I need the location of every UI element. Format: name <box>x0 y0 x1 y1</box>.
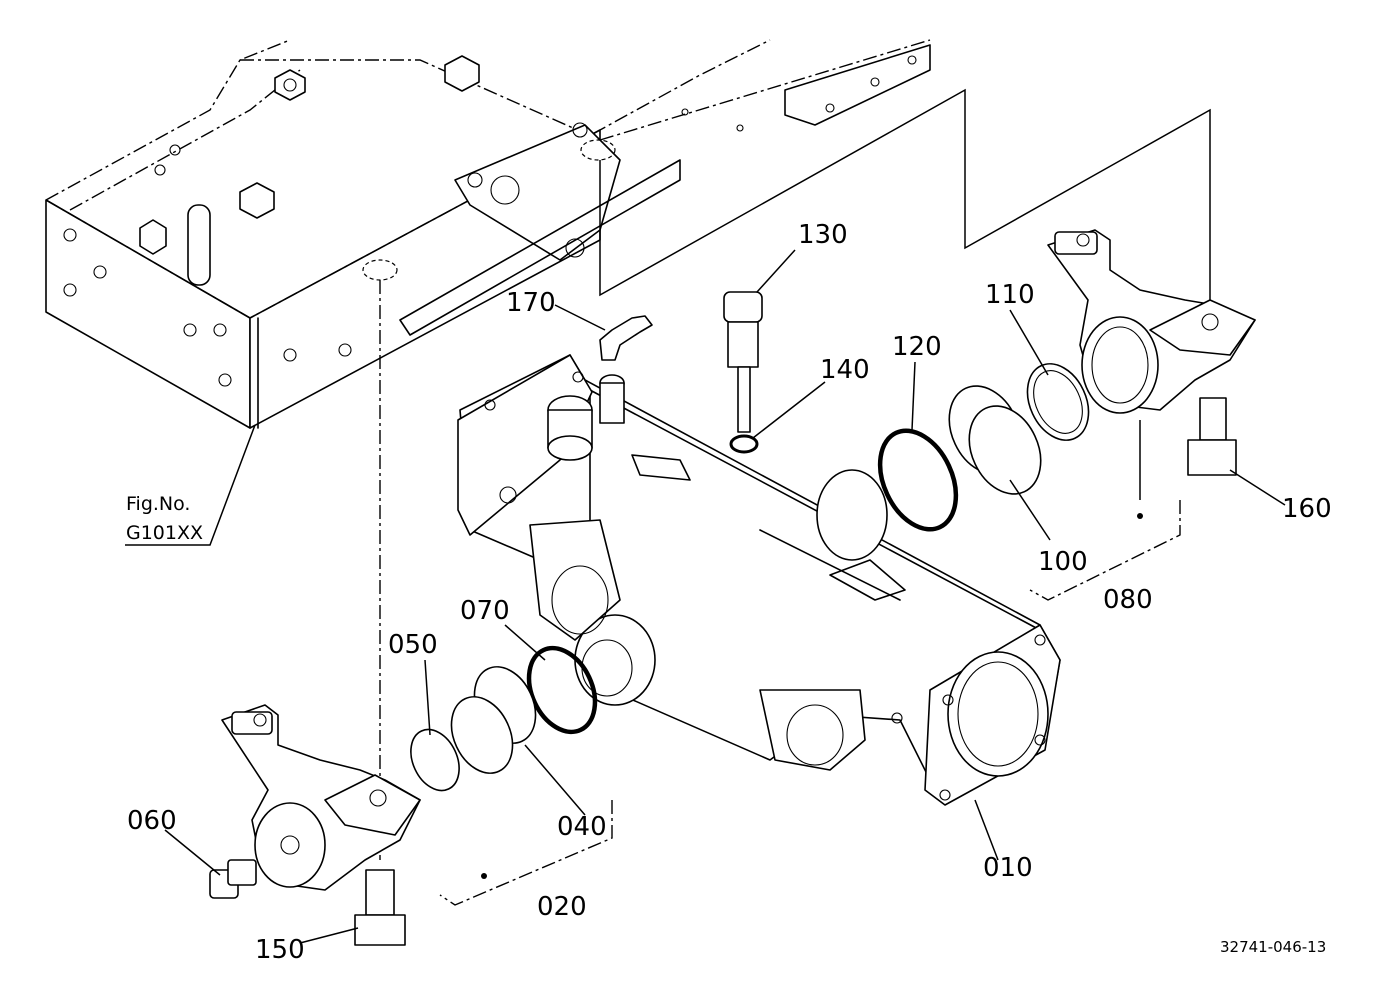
label-120: 120 <box>892 332 942 362</box>
label-100: 100 <box>1038 547 1088 577</box>
label-080: 080 <box>1103 585 1153 615</box>
frame-drawing <box>45 39 931 429</box>
axle-housing <box>457 354 1061 806</box>
seals-and-bushes <box>410 363 1090 792</box>
label-060: 060 <box>127 806 177 836</box>
label-050: 050 <box>388 630 438 660</box>
leader-lines <box>125 249 1286 944</box>
document-id: 32741-046-13 <box>1220 938 1326 956</box>
figure-reference-line2: G101XX <box>126 522 203 544</box>
small-parts <box>209 291 1237 946</box>
label-070: 070 <box>460 596 510 626</box>
figure-reference-line1: Fig.No. <box>126 493 190 515</box>
label-150: 150 <box>255 935 305 965</box>
left-gear-case <box>221 704 421 891</box>
label-160: 160 <box>1282 494 1332 524</box>
label-140: 140 <box>820 355 870 385</box>
label-020: 020 <box>537 892 587 922</box>
right-gear-case <box>1047 229 1256 414</box>
label-130: 130 <box>798 220 848 250</box>
label-040: 040 <box>557 812 607 842</box>
label-010: 010 <box>983 853 1033 883</box>
label-170: 170 <box>506 288 556 318</box>
label-110: 110 <box>985 280 1035 310</box>
assembly-lines <box>379 88 1211 860</box>
group-brackets <box>439 500 1181 906</box>
